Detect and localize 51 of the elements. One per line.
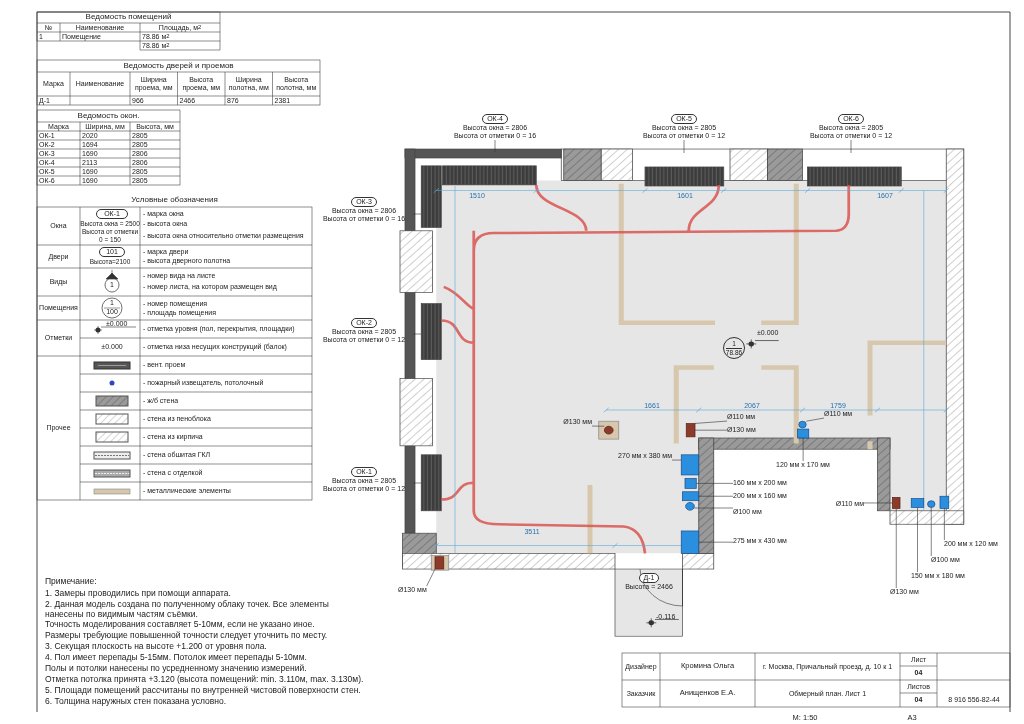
leader-line	[694, 429, 728, 431]
leader-line	[591, 425, 605, 427]
note-text: 1. Замеры проводились при помощи аппарата.	[45, 588, 232, 599]
leader-line	[494, 139, 496, 153]
note-text: Полы и потолки нанесены по усредненному значению измерений.	[45, 663, 308, 674]
leader-line	[895, 508, 897, 589]
leader-line	[694, 420, 728, 424]
vent-marker	[680, 454, 700, 476]
pipe-marker	[434, 556, 445, 570]
note-text: 5. Площади помещений рассчитаны по внутренней чистовой поверхности стен.	[45, 685, 362, 696]
pipe-marker	[685, 502, 695, 511]
pipe-marker	[892, 497, 901, 509]
table-title: Ведомость дверей и проемов	[122, 60, 235, 72]
leader-line	[802, 437, 804, 462]
leader-line	[695, 483, 734, 484]
note-text: Размеры требующие повышенной точности следует уточнить по месту.	[45, 630, 329, 641]
leader-line	[412, 333, 422, 335]
vent-marker	[680, 530, 700, 554]
note-text: 4. Пол имеет перепады 5-15мм. Потолок имеет перепады 5-10мм.	[45, 652, 308, 663]
leader-line	[863, 502, 893, 504]
pipe-marker	[685, 423, 696, 438]
table-title: Условные обозначения	[130, 195, 219, 206]
leader-line	[698, 541, 734, 543]
leader-line	[412, 482, 422, 484]
leader-line	[426, 568, 436, 587]
table-title: Ведомость помещений	[84, 12, 173, 23]
note-text: Отметка потолка принята +3.120 (высота помещений: min. 3.110м, max. 3.130м).	[45, 674, 365, 685]
leader-line	[850, 139, 852, 154]
leader-line	[698, 495, 734, 497]
vent-marker	[939, 495, 950, 509]
leader-line	[805, 417, 825, 422]
note-heading: Примечание:	[45, 576, 98, 587]
vent-marker	[684, 477, 697, 489]
vent-marker	[910, 498, 925, 508]
vent-marker	[797, 428, 810, 439]
note-text: 6. Толщина наружных стен показана условно.	[45, 696, 228, 707]
leader-line	[683, 139, 685, 154]
pipe-marker	[927, 500, 936, 508]
leader-line	[671, 459, 682, 461]
note-text: 2. Данная модель создана по полученному облаку точек. Все элементы нанесены по видимым частям съёмки.	[45, 599, 330, 620]
table-title: Ведомость окон.	[76, 110, 141, 122]
vent-marker	[682, 491, 700, 502]
leader-line	[917, 507, 918, 573]
leader-line	[930, 507, 932, 557]
leader-line	[694, 507, 734, 509]
pipe-marker	[604, 425, 614, 435]
leader-line	[412, 213, 422, 215]
pipe-marker	[798, 420, 807, 429]
note-text: Точность моделирования составляет 5-10мм, если не указано иное.	[45, 619, 316, 630]
note-text: 3. Секущая плоскость на высоте +1.200 от уровня пола.	[45, 641, 268, 652]
leader-line	[944, 508, 945, 541]
